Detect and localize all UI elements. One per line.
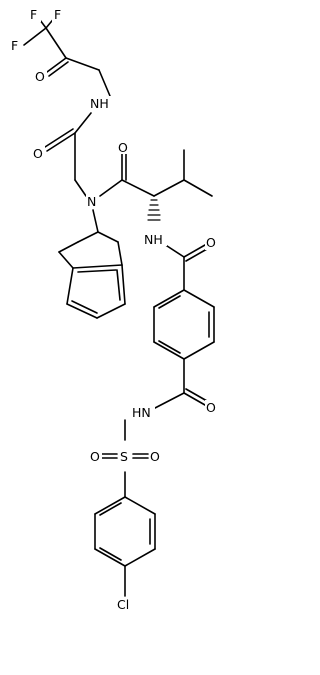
atom-f-top-right: F [54, 7, 61, 22]
molecule-structure: F F F O NH O N O NH O O HN O S O Cl [9, 7, 218, 612]
bond-c3-o [183, 392, 206, 406]
bond-ketone-o [46, 57, 67, 73]
indane-6-b5 [66, 267, 74, 305]
bond-n-c2 [99, 179, 123, 197]
ring3-d3 [99, 502, 122, 516]
bond-ch2-n [74, 179, 87, 197]
indane-6-d3 [77, 269, 117, 273]
ring2-b6 [153, 289, 185, 308]
ring2-d3 [158, 295, 181, 309]
bond-ch2-nh1 [98, 69, 111, 97]
atom-o-acylsulfonamide: O [206, 400, 216, 415]
ring3-b1 [124, 496, 156, 515]
atom-o-amide2: O [118, 140, 128, 155]
atom-o-benzamide: O [206, 235, 216, 250]
ring3-b4 [94, 548, 126, 567]
bond-nh1-c [74, 112, 92, 134]
indane-6-b4 [66, 303, 98, 319]
bond-amide1-o-2 [44, 128, 74, 148]
indane-5-b5 [58, 251, 74, 269]
atom-o-ketone: O [35, 69, 45, 84]
indane-6-b2 [121, 264, 126, 305]
atom-n-tertiary: N [87, 194, 96, 209]
bond-c3-hn [154, 392, 185, 409]
bonds [23, 15, 215, 597]
indane-5-b4 [117, 241, 123, 266]
atom-f-mid: F [11, 38, 18, 53]
bond-cf3-ketone [45, 27, 67, 59]
bond-c2-alpha [121, 179, 155, 197]
ring3-b6 [94, 496, 126, 515]
atom-nh-amide1: NH [90, 96, 109, 111]
bond-c-f3 [23, 27, 47, 46]
ring2-b3 [183, 341, 215, 360]
ring3-b3 [124, 548, 156, 567]
atom-nh-amide2: NH [144, 232, 163, 247]
indane-6-b3 [96, 303, 126, 319]
ring2-b4 [153, 341, 185, 360]
atom-f-top-left: F [30, 7, 37, 22]
bond-c3-o-2 [185, 388, 208, 402]
bond-alpha-ch [153, 179, 185, 197]
atom-o-sulfonyl-right: O [150, 449, 160, 464]
bond-benzamide-o-2 [185, 248, 208, 262]
bond-ketone-o-2 [48, 61, 69, 77]
ring3-d2 [99, 547, 122, 561]
structure-drawing: F F F O NH O N O NH O O HN O S O Cl [9, 7, 218, 612]
bond-nh2-c [163, 243, 185, 258]
atom-o-sulfonyl-left: O [90, 449, 100, 464]
bond-n-indane [92, 209, 99, 233]
indane-6-d2 [71, 300, 98, 314]
ring2-b1 [183, 289, 215, 308]
indane-6-d1 [116, 269, 121, 301]
bond-alpha-nh2-hashed [147, 199, 161, 221]
atom-hn-sulfonamide: HN [132, 405, 151, 420]
bond-amide1-o [46, 132, 76, 152]
atom-s-sulfonyl: S [120, 449, 128, 464]
bond-benzamide-o [183, 244, 206, 258]
indane-5-b3 [97, 231, 119, 243]
bond-ketone-ch2 [65, 57, 100, 71]
ring2-d2 [158, 340, 181, 354]
atom-labels: F F F O NH O N O NH O O HN O S O Cl [9, 7, 218, 612]
atom-o-amide1: O [33, 146, 43, 161]
indane-5-b2 [58, 241, 79, 253]
indane-6-b1 [72, 264, 123, 269]
atom-cl: Cl [117, 597, 129, 612]
bond-ch-me2 [183, 179, 213, 197]
indane-5-b1 [77, 231, 99, 243]
